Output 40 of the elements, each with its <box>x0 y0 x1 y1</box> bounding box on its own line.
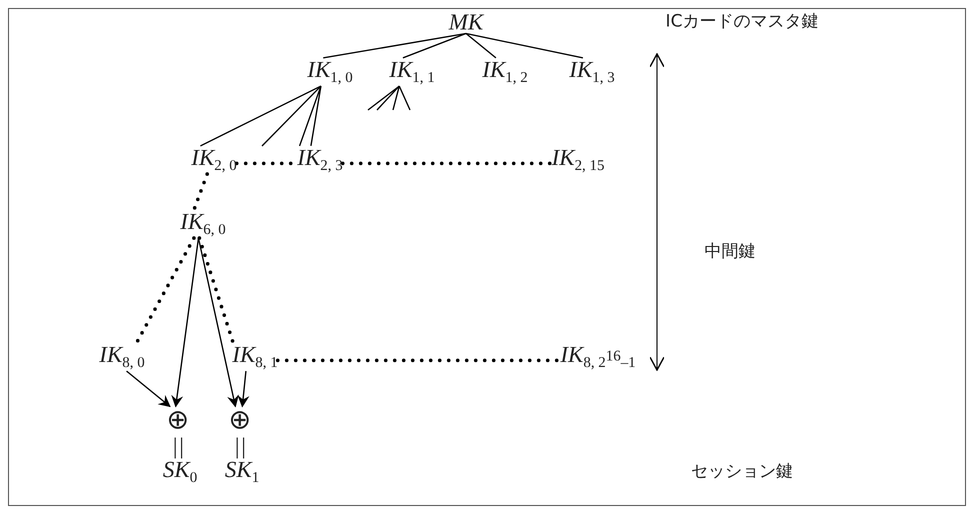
equality-mark: || <box>234 434 246 458</box>
key-label: IK$_{1, 1}$ <box>389 58 435 86</box>
tree-line <box>368 86 400 111</box>
key-label: IK$_{8, 0}$ <box>99 342 145 372</box>
tree-line <box>200 86 322 146</box>
tree-line <box>398 86 411 110</box>
arrow <box>126 370 171 408</box>
tree-line <box>392 86 400 110</box>
tree-line <box>323 32 466 59</box>
tree-line <box>402 32 466 59</box>
tree-line <box>298 86 322 146</box>
dotted-line <box>340 162 554 166</box>
equality-mark: || <box>172 434 184 458</box>
arrow <box>237 371 250 408</box>
key-label: IK$_{2, 3}$ <box>297 146 343 174</box>
key-label: MK <box>448 10 484 34</box>
side-label: ICカードのマスタ鍵 <box>666 14 818 30</box>
side-label: 中間鍵 <box>704 244 756 260</box>
key-label: IK$_{2, 0}$ <box>191 146 237 174</box>
arrow <box>198 238 239 408</box>
xor-symbol: ⊕ <box>166 406 190 434</box>
dotted-line <box>134 236 196 345</box>
xor-symbol: ⊕ <box>228 406 252 434</box>
side-label: セッション鍵 <box>691 464 793 480</box>
key-label: IK$_{1, 3}$ <box>569 58 615 86</box>
key-label: IK$_{6, 0}$ <box>180 210 226 238</box>
key-label: IK$_{2, 15}$ <box>552 146 604 174</box>
dotted-line <box>192 172 209 212</box>
key-label: IK$_{8, 1}$ <box>232 342 278 372</box>
tree-line <box>466 32 584 59</box>
key-label: IK$_{1, 0}$ <box>307 58 353 86</box>
arrow <box>171 238 200 408</box>
tree-line <box>376 86 400 110</box>
tree-line <box>310 86 322 146</box>
tree-line <box>466 33 496 58</box>
key-label: SK$_{0}$ <box>162 458 198 486</box>
key-label: SK$_{1}$ <box>224 458 260 486</box>
dotted-line <box>198 236 235 345</box>
tree-line <box>262 86 322 146</box>
key-label: IK$_{1, 2}$ <box>482 58 528 86</box>
